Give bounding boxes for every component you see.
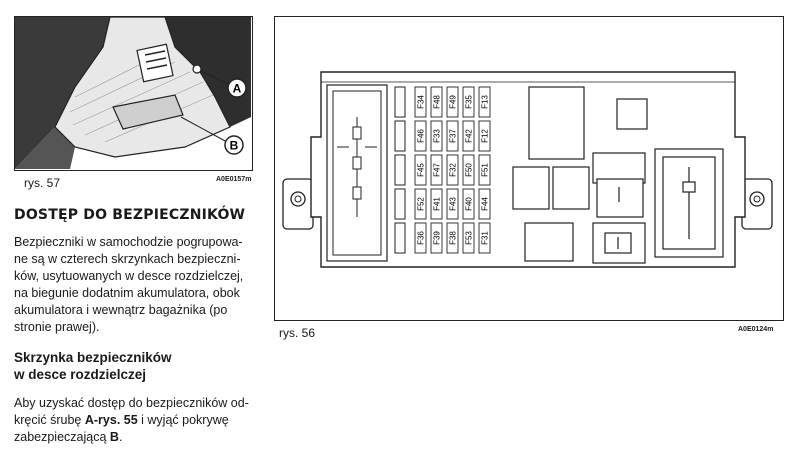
fuse-label: F49	[449, 95, 458, 109]
access-line-2: kręcić śrubę A-rys. 55 i wyjąć pokrywę	[14, 412, 254, 429]
subheading-line: w desce rozdzielczej	[14, 367, 147, 382]
fuse-label: F41	[433, 197, 442, 211]
fuse-slot	[446, 120, 459, 152]
fuse-slot	[414, 154, 427, 186]
fuse-label: F32	[449, 163, 458, 177]
cover-reference: B	[109, 430, 119, 444]
fuse-slot	[430, 188, 443, 220]
fuse-slot	[446, 86, 459, 118]
fuse-slot	[478, 120, 491, 152]
fuse-label: F35	[465, 95, 474, 109]
figure-56-code: A0E0124m	[738, 326, 774, 333]
fuse-slot	[478, 222, 491, 254]
fuse-slot	[462, 86, 475, 118]
access-paragraph: Aby uzyskać dostęp do bezpieczników od- …	[14, 395, 254, 446]
fuse-label: F45	[417, 163, 426, 177]
figure-reference: A-rys. 55	[84, 413, 138, 427]
intro-line: stronie prawej).	[14, 320, 100, 334]
fuse-label: F38	[449, 231, 458, 245]
figure-57-code: A0E0157m	[216, 176, 252, 183]
fuse-label: F39	[433, 231, 442, 245]
fuse-slot	[430, 86, 443, 118]
subheading-line: Skrzynka bezpieczników	[14, 350, 172, 365]
fuse-label: F40	[465, 197, 474, 211]
fuse-slot	[414, 86, 427, 118]
access-text: kręcić śrubę	[14, 413, 85, 427]
figure-57-caption: rys. 57	[24, 176, 61, 190]
fuse-label: F47	[433, 163, 442, 177]
fuse-slot	[478, 188, 491, 220]
figure-57-illustration: A B	[14, 16, 253, 171]
intro-paragraph: Bezpieczniki w samochodzie pogrupowa- ne…	[14, 234, 254, 336]
fuse-label: F52	[417, 197, 426, 211]
fuse-label: F53	[465, 231, 474, 245]
fuse-slot	[462, 222, 475, 254]
fuse-slot	[462, 154, 475, 186]
fuse-label: F51	[481, 163, 490, 177]
fuse-label: F48	[433, 95, 442, 109]
fuse-slot	[462, 188, 475, 220]
subheading: Skrzynka bezpieczników w desce rozdzielc…	[14, 349, 172, 383]
intro-line: akumulatora i wewnątrz bagażnika (po	[14, 303, 228, 317]
fuse-label: F44	[481, 197, 490, 211]
fuse-label: F33	[433, 129, 442, 143]
intro-line: Bezpieczniki w samochodzie pogrupowa-	[14, 235, 243, 249]
fuse-label: F37	[449, 129, 458, 143]
fuse-slot	[478, 86, 491, 118]
fuse-label: F13	[481, 95, 490, 109]
fuse-label: F46	[417, 129, 426, 143]
callout-a-label: A	[233, 82, 242, 96]
access-text: i wyjąć pokrywę	[137, 413, 229, 427]
fuse-slot	[430, 120, 443, 152]
section-heading: DOSTĘP DO BEZPIECZNIKÓW	[14, 207, 246, 223]
fuse-label: F36	[417, 231, 426, 245]
access-line-1: Aby uzyskać dostęp do bezpieczników od-	[14, 396, 249, 410]
fuse-slot	[414, 222, 427, 254]
fuse-slot	[462, 120, 475, 152]
fuse-label: F34	[417, 95, 426, 109]
intro-line: ne są w czterech skrzynkach bezpieczni-	[14, 252, 241, 266]
access-line-3: zabezpieczającą B.	[14, 429, 254, 446]
fuse-label: F42	[465, 129, 474, 143]
fuse-slot	[414, 188, 427, 220]
fuse-slot	[446, 222, 459, 254]
callout-b-label: B	[230, 139, 239, 153]
fuse-slot	[430, 222, 443, 254]
fuse-label: F50	[465, 163, 474, 177]
intro-line: ków, usytuowanych w desce rozdzielczej,	[14, 269, 244, 283]
intro-line: na biegunie dodatnim akumulatora, obok	[14, 286, 240, 300]
figure-56-caption: rys. 56	[279, 326, 316, 340]
fuse-slot	[446, 154, 459, 186]
fuse-slot	[414, 120, 427, 152]
access-text: zabezpieczającą	[14, 430, 110, 444]
fuse-label: F31	[481, 231, 490, 245]
dashboard-drawing: A B	[15, 16, 251, 169]
fuse-slot	[478, 154, 491, 186]
fuse-slot	[446, 188, 459, 220]
fuse-slot	[430, 154, 443, 186]
access-text: .	[118, 430, 123, 444]
fuse-label: F43	[449, 197, 458, 211]
fuse-label: F12	[481, 129, 490, 143]
